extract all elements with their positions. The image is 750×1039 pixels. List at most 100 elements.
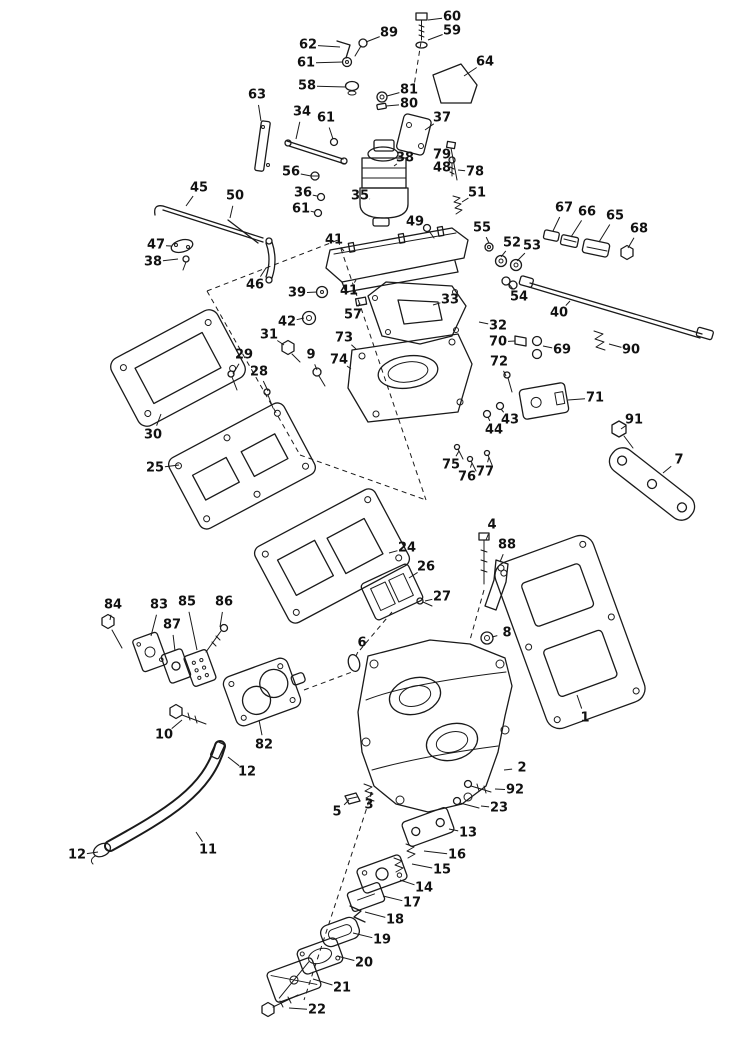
spring-16 (405, 843, 416, 859)
leader-line-87 (172, 634, 176, 652)
leader-line-55 (485, 236, 490, 244)
leader-line-69 (542, 345, 553, 349)
screw-86 (205, 623, 229, 653)
part-57 (354, 296, 368, 307)
leader-line-24 (388, 550, 398, 554)
spring-90 (593, 330, 606, 351)
intake-manifold-2 (357, 639, 513, 813)
sleeve-67 (542, 229, 560, 242)
leader-line-27 (424, 598, 433, 602)
leader-line-81 (386, 92, 400, 97)
clip-18 (349, 905, 366, 923)
screw-89 (354, 38, 368, 57)
leader-line-61 (310, 210, 315, 213)
leader-line-10 (171, 719, 183, 729)
part-callout-85: 85 (178, 595, 196, 610)
part-callout-19: 19 (373, 933, 391, 948)
throttle-rod-45 (154, 205, 264, 243)
part-callout-84: 84 (104, 598, 122, 613)
leader-line-46 (259, 267, 267, 277)
leader-line-22 (288, 1007, 308, 1010)
plate-24 (253, 488, 411, 624)
screw-22 (261, 994, 299, 1018)
part-callout-9: 9 (306, 348, 315, 363)
part-callout-71: 71 (586, 391, 604, 406)
bolt-60-washer-59 (415, 12, 428, 49)
adapter-73-74 (347, 333, 473, 423)
leader-line-39 (306, 291, 318, 293)
part-callout-8: 8 (502, 626, 511, 641)
part-callout-88: 88 (498, 538, 516, 553)
washer-44 (482, 409, 492, 419)
mount-21 (266, 957, 322, 1003)
ring-55 (484, 242, 494, 252)
leader-line-17 (382, 895, 403, 902)
part-callout-10: 10 (155, 728, 173, 743)
grommet-58 (344, 80, 360, 96)
leader-line-12 (86, 851, 99, 855)
part-callout-33: 33 (441, 293, 459, 308)
leader-line-32 (478, 321, 489, 325)
part-callout-41: 41 (340, 284, 358, 299)
part-callout-36: 36 (294, 186, 312, 201)
part-callout-12: 12 (68, 848, 86, 863)
bolt-84 (101, 613, 123, 649)
leader-line-88 (499, 554, 504, 563)
leader-line-56 (300, 173, 312, 177)
part-callout-81: 81 (400, 83, 418, 98)
leader-line-8 (491, 635, 498, 638)
leader-line-13 (448, 828, 459, 832)
bracket-88 (484, 559, 509, 611)
leader-line-64 (463, 67, 477, 77)
leader-line-52 (500, 250, 507, 258)
hex-nut-68 (620, 244, 634, 261)
throttle-cable-40 (518, 275, 714, 341)
part-callout-91: 91 (625, 413, 643, 428)
part-callout-74: 74 (330, 353, 348, 368)
leader-line-19 (352, 932, 373, 939)
reed-block-26 (360, 563, 424, 621)
part-callout-82: 82 (255, 738, 273, 753)
part-callout-60: 60 (443, 10, 461, 25)
part-callout-26: 26 (417, 560, 435, 575)
part-callout-11: 11 (199, 843, 217, 858)
leader-line-33 (432, 302, 441, 306)
bottom-stack-group (261, 779, 492, 1018)
leader-line-31 (277, 340, 285, 346)
carb-body-38 (359, 157, 409, 227)
sleeve-66 (559, 234, 580, 249)
pump-body-82 (222, 657, 306, 727)
assembly-axis-lines (206, 41, 485, 1001)
leader-line-36 (312, 194, 318, 197)
part-callout-21: 21 (333, 981, 351, 996)
part-callout-6: 6 (357, 636, 366, 651)
cam-plate-47 (170, 238, 194, 254)
cup-70 (514, 335, 527, 347)
leader-line-42 (296, 317, 305, 321)
lever-62 (336, 40, 351, 59)
part-callout-35: 35 (351, 189, 369, 204)
screw-27 (416, 597, 433, 607)
leader-line-73 (351, 344, 357, 350)
rod-50 (227, 219, 259, 244)
part-callout-18: 18 (386, 913, 404, 928)
part-callout-30: 30 (144, 428, 162, 443)
part-callout-52: 52 (503, 236, 521, 251)
air-horn (373, 139, 395, 152)
part-callout-73: 73 (335, 331, 353, 346)
leader-line-11 (195, 831, 203, 842)
screw-79-48 (448, 156, 456, 177)
part-callout-59: 59 (443, 24, 461, 39)
leader-line-89 (365, 36, 380, 43)
leader-line-80 (385, 104, 400, 107)
bolt-9 (312, 367, 326, 387)
leader-line-21 (312, 978, 333, 986)
screw-72 (503, 371, 513, 393)
part-callout-37: 37 (433, 111, 451, 126)
part-callout-61: 61 (317, 111, 335, 126)
part-callout-38: 38 (396, 151, 414, 166)
screw-92 (463, 779, 492, 794)
spring-51 (452, 195, 463, 215)
part-callout-39: 39 (288, 286, 306, 301)
